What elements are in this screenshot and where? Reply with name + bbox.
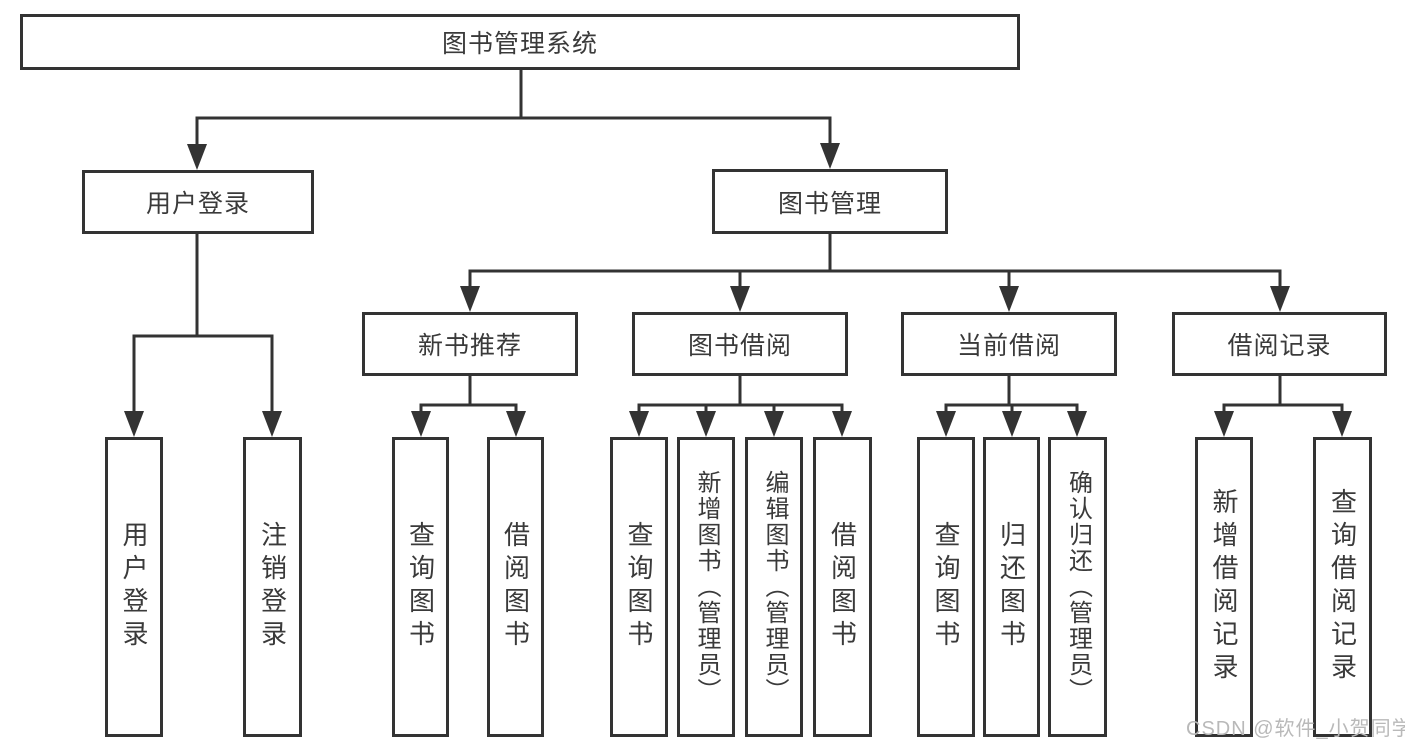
node-label: 查询图书 <box>405 521 436 653</box>
node-borrowing-records: 借阅记录 <box>1172 312 1387 376</box>
leaf-add-borrow-record: 新增借阅记录 <box>1195 437 1253 737</box>
leaf-add-book-admin: 新增图书（管理员） <box>677 437 735 737</box>
node-label: 注销登录 <box>257 521 288 653</box>
node-label: 确认归还（管理员） <box>1064 470 1092 704</box>
node-label: 归还图书 <box>996 521 1027 653</box>
node-label: 查询图书 <box>931 521 961 653</box>
node-label: 图书借阅 <box>687 332 792 360</box>
leaf-edit-book-admin: 编辑图书（管理员） <box>745 437 803 737</box>
node-new-book-recommend: 新书推荐 <box>362 312 578 376</box>
node-book-management: 图书管理 <box>712 169 948 234</box>
leaf-logout: 注销登录 <box>243 437 302 737</box>
leaf-query-books-2: 查询图书 <box>610 437 668 737</box>
csdn-watermark: CSDN @软件_小贺同学 <box>1186 718 1405 740</box>
node-label: 借阅图书 <box>827 521 858 653</box>
node-label: 编辑图书（管理员） <box>761 470 788 704</box>
node-label: 当前借阅 <box>956 332 1061 360</box>
leaf-query-books-3: 查询图书 <box>917 437 975 737</box>
node-label: 查询借阅记录 <box>1327 488 1358 686</box>
leaf-borrow-books-1: 借阅图书 <box>487 437 544 737</box>
node-label: 新增借阅记录 <box>1209 488 1239 686</box>
leaf-query-borrow-record: 查询借阅记录 <box>1313 437 1372 737</box>
node-book-borrowing: 图书借阅 <box>632 312 848 376</box>
node-label: 借阅图书 <box>500 521 531 653</box>
leaf-confirm-return-admin: 确认归还（管理员） <box>1048 437 1107 737</box>
node-label: 图书管理 <box>777 189 882 218</box>
node-label: 用户登录 <box>119 521 149 653</box>
node-label: 新增图书（管理员） <box>693 470 720 704</box>
node-label: 新书推荐 <box>417 332 522 360</box>
node-label: 图书管理系统 <box>441 30 598 58</box>
node-label: 查询图书 <box>624 521 654 653</box>
leaf-borrow-books-2: 借阅图书 <box>813 437 872 737</box>
node-label: 借阅记录 <box>1227 332 1332 360</box>
leaf-return-book: 归还图书 <box>983 437 1040 737</box>
node-user-login: 用户登录 <box>82 170 314 234</box>
leaf-query-books-1: 查询图书 <box>392 437 449 737</box>
leaf-user-login: 用户登录 <box>105 437 163 737</box>
node-library-management-system: 图书管理系统 <box>20 14 1020 70</box>
node-current-borrowing: 当前借阅 <box>901 312 1117 376</box>
node-label: 用户登录 <box>145 190 250 218</box>
